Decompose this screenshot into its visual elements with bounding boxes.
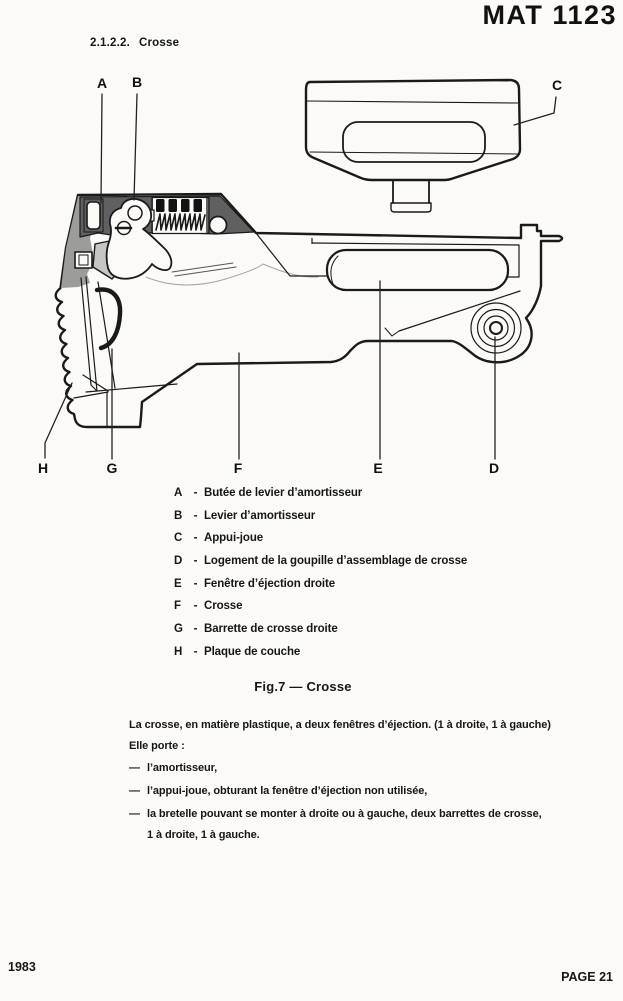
callout-E: E xyxy=(373,460,383,476)
bullet-amortisseur: — l’amortisseur, xyxy=(129,762,217,774)
bullet-dash: — xyxy=(129,808,140,820)
legend-letter: B xyxy=(174,509,183,522)
leader-C xyxy=(513,96,557,126)
legend-separator: - xyxy=(193,645,198,658)
damper-lever xyxy=(105,197,173,280)
section-number: 2.1.2.2. xyxy=(90,37,130,49)
legend-item-H: H-Plaque de couche xyxy=(174,646,467,669)
leader-H xyxy=(44,382,73,459)
callout-G: G xyxy=(106,460,118,476)
legend-letter: C xyxy=(174,532,183,545)
sling-latch xyxy=(74,251,93,269)
legend-item-B: B-Levier d’amortisseur xyxy=(174,510,467,533)
bullet-dash: — xyxy=(129,785,140,797)
bullet-text: l’amortisseur, xyxy=(147,762,218,774)
housing-roller xyxy=(208,215,228,235)
section-heading: 2.1.2.2. Crosse xyxy=(90,37,179,49)
body-surface-lines xyxy=(171,262,237,277)
document-code: MAT 1123 xyxy=(482,0,617,30)
lower-arm-edge xyxy=(384,290,521,337)
stock-diagram: A B C D E F G H xyxy=(0,70,623,480)
legend-letter: F xyxy=(174,600,181,613)
legend-letter: H xyxy=(174,645,183,658)
legend-separator: - xyxy=(193,487,198,499)
legend-separator: - xyxy=(193,600,198,613)
body-intro-line2: Elle porte : xyxy=(129,740,185,752)
cheek-rest xyxy=(304,78,522,213)
callout-H: H xyxy=(37,460,49,476)
bullet-bretelle-continuation: 1 à droite, 1 à gauche. xyxy=(147,829,260,841)
footer-year: 1983 xyxy=(8,960,36,974)
bullet-text: l’appui-joue, obturant la fenêtre d’éjec… xyxy=(147,785,428,797)
legend-separator: - xyxy=(193,509,198,522)
callout-A: A xyxy=(96,75,108,91)
legend-letter: D xyxy=(174,555,183,568)
callout-B: B xyxy=(131,74,143,90)
legend-item-C: C-Appui-joue xyxy=(174,532,467,555)
figure-caption: Fig.7 — Crosse xyxy=(254,679,352,694)
legend-item-F: F-Crosse xyxy=(174,600,467,623)
legend-text: Barrette de crosse droite xyxy=(204,623,338,636)
legend-separator: - xyxy=(193,577,198,590)
legend-item-D: D-Logement de la goupille d’assemblage d… xyxy=(174,555,467,578)
legend-text: Crosse xyxy=(204,600,243,613)
callout-F: F xyxy=(233,460,243,476)
body-intro-line1: La crosse, en matière plastique, a deux … xyxy=(129,719,551,731)
legend-text: Logement de la goupille d’assemblage de … xyxy=(204,555,468,568)
legend-separator: - xyxy=(193,623,198,636)
leader-B xyxy=(133,93,138,201)
bullet-bretelle: — la bretelle pouvant se monter à droite … xyxy=(129,808,542,820)
cheek-rest-top-edge xyxy=(306,100,520,104)
bullet-dash: — xyxy=(129,762,140,774)
cheek-rest-stub xyxy=(390,179,432,213)
leader-lines xyxy=(44,93,557,460)
figure-legend: A-Butée de levier d’amortisseur B-Levier… xyxy=(174,487,467,669)
callout-D: D xyxy=(488,460,500,476)
cheek-rest-recess xyxy=(342,121,486,163)
legend-text: Levier d’amortisseur xyxy=(204,509,316,522)
legend-letter: G xyxy=(174,623,183,636)
arm-edge-lines xyxy=(255,232,520,278)
legend-item-G: G-Barrette de crosse droite xyxy=(174,623,467,646)
footer-page-number: PAGE 21 xyxy=(561,970,613,984)
legend-text: Plaque de couche xyxy=(204,645,301,658)
section-title: Crosse xyxy=(138,37,180,49)
lever-stop-slot xyxy=(83,198,104,233)
legend-text: Butée de levier d’amortisseur xyxy=(204,487,363,499)
legend-text: Appui-joue xyxy=(204,532,264,545)
stock-drawing xyxy=(44,78,564,460)
ejection-window xyxy=(325,248,510,292)
leader-A xyxy=(100,93,103,204)
legend-item-A: A-Butée de levier d’amortisseur xyxy=(174,487,467,510)
section-break-lines xyxy=(145,263,319,286)
bullet-appui-joue: — l’appui-joue, obturant la fenêtre d’éje… xyxy=(129,785,427,797)
legend-text: Fenêtre d’éjection droite xyxy=(204,577,336,590)
assembly-pin-bore xyxy=(470,302,522,354)
legend-item-E: E-Fenêtre d’éjection droite xyxy=(174,578,467,601)
legend-letter: A xyxy=(174,487,183,499)
callout-C: C xyxy=(551,77,563,93)
legend-letter: E xyxy=(174,577,182,590)
bullet-text: la bretelle pouvant se monter à droite o… xyxy=(147,808,542,820)
damper-spring xyxy=(143,196,210,235)
legend-separator: - xyxy=(193,555,198,568)
legend-separator: - xyxy=(193,532,198,545)
stock-bar xyxy=(94,287,123,351)
